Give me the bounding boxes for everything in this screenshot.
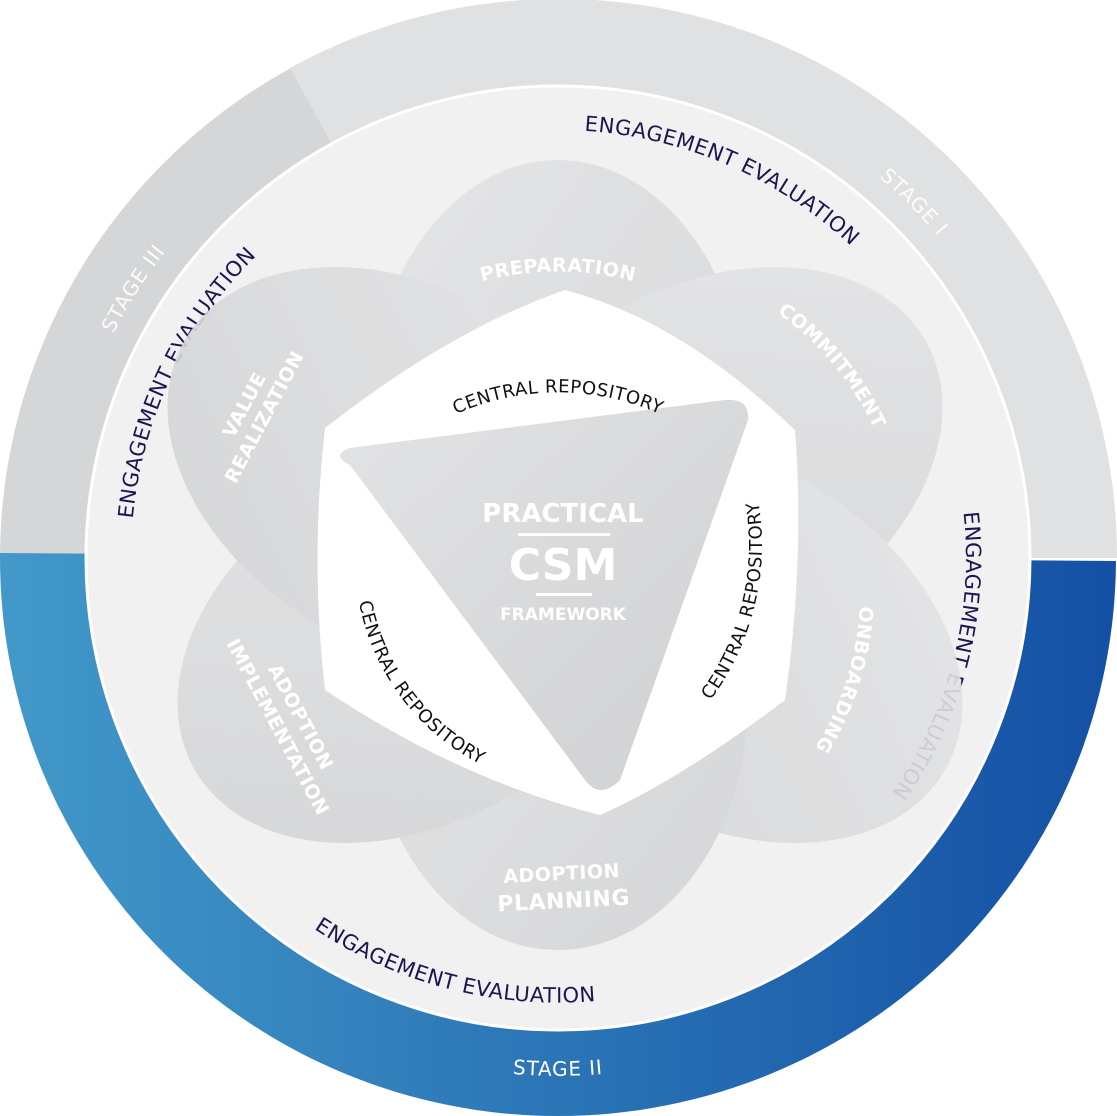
- stage-2-label: STAGE II: [512, 1055, 604, 1081]
- core-divider-bottom: [536, 593, 592, 596]
- core-title-framework: FRAMEWORK: [500, 605, 627, 625]
- core-title-csm: CSM: [509, 540, 618, 591]
- core-divider-top: [518, 533, 610, 536]
- core-title-practical: PRACTICAL: [482, 499, 643, 529]
